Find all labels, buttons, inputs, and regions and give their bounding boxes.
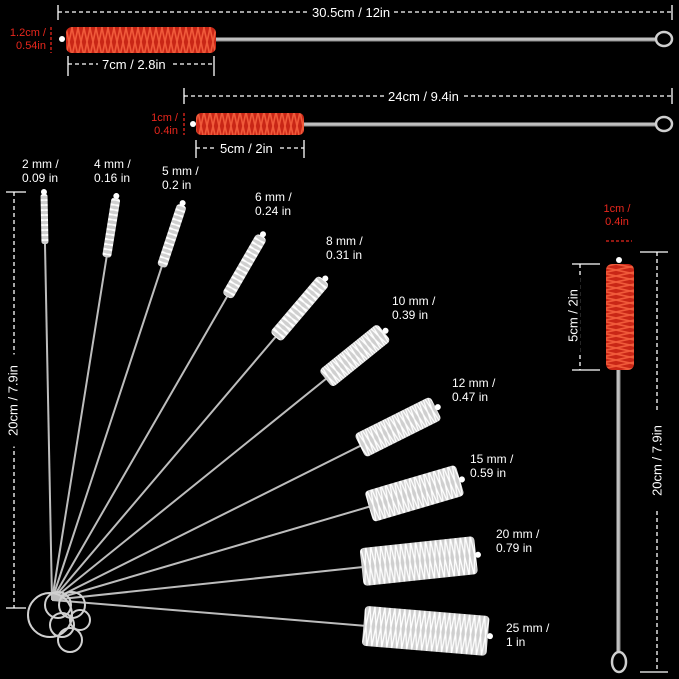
fan-brush-5 — [51, 275, 329, 601]
long-brush-2 — [190, 113, 674, 135]
long-brush-1-diameter-line1: 1.2cm / — [9, 27, 46, 39]
fan-brush-3-size-label: 5 mm /0.2 in — [162, 164, 199, 192]
fan-brush-4-size-label: 6 mm /0.24 in — [255, 190, 292, 218]
fan-brush-8-size-label: 15 mm /0.59 in — [470, 452, 513, 480]
vertical-brush-head-length-label: 5cm / 2in — [565, 276, 581, 355]
size-label-line2: 0.39 in — [392, 308, 429, 322]
fan-brush-2-size-label: 4 mm /0.16 in — [94, 157, 131, 185]
dimension-lines-brush-2 — [183, 88, 673, 158]
size-label-line1: 10 mm / — [392, 294, 436, 308]
fan-brush-3 — [51, 200, 186, 601]
fan-brush-10 — [51, 599, 493, 656]
vertical-brush — [606, 257, 634, 674]
dimension-line-fan — [6, 191, 26, 609]
fan-brush-6 — [51, 325, 390, 601]
long-brush-1-length-label: 30.5cm / 12in — [308, 5, 395, 20]
fan-brush-1-size-label: 2 mm /0.09 in — [22, 157, 59, 185]
vertical-brush-length-label: 20cm / 7.9in — [649, 411, 665, 510]
size-label-line2: 1 in — [506, 635, 526, 649]
size-label-line2: 0.47 in — [452, 390, 489, 404]
size-label-line2: 0.16 in — [94, 171, 131, 185]
vertical-brush-diameter-label: 1cm / 0.4in — [598, 203, 636, 229]
size-label-line1: 6 mm / — [255, 190, 292, 204]
fan-brush-4 — [51, 231, 266, 601]
size-label-line2: 0.2 in — [162, 178, 192, 192]
long-brush-2-length-label: 24cm / 9.4in — [384, 89, 463, 104]
long-brush-2-diameter-line2: 0.4in — [154, 125, 178, 137]
size-label-line1: 8 mm / — [326, 234, 363, 248]
size-label-line1: 2 mm / — [22, 157, 59, 171]
size-label-line2: 0.59 in — [470, 466, 507, 480]
fan-brush-7-size-label: 12 mm /0.47 in — [452, 376, 495, 404]
size-label-line1: 5 mm / — [162, 164, 199, 178]
vertical-brush-diameter-line2: 0.4in — [605, 216, 629, 228]
size-label-line2: 0.79 in — [496, 541, 533, 555]
size-label-line1: 4 mm / — [94, 157, 131, 171]
size-label-line1: 25 mm / — [506, 621, 550, 635]
long-brush-1-diameter-label: 1.2cm / 0.54in — [2, 27, 46, 53]
long-brush-2-diameter-label: 1cm / 0.4in — [130, 112, 178, 138]
fan-brush-6-size-label: 10 mm /0.39 in — [392, 294, 435, 322]
size-label-line2: 0.24 in — [255, 204, 292, 218]
fan-length-label: 20cm / 7.9in — [5, 354, 21, 447]
fan-brush-group — [40, 189, 493, 656]
fan-brush-10-size-label: 25 mm /1 in — [506, 621, 549, 649]
size-label-line2: 0.31 in — [326, 248, 363, 262]
size-label-line2: 0.09 in — [22, 171, 59, 185]
fan-brush-5-size-label: 8 mm /0.31 in — [326, 234, 363, 262]
fan-brush-2 — [51, 193, 121, 601]
vertical-brush-diameter-line1: 1cm / — [603, 203, 631, 215]
key-rings — [27, 591, 91, 653]
size-label-line1: 15 mm / — [470, 452, 514, 466]
fan-brush-8 — [51, 465, 465, 601]
long-brush-2-head-length-label: 5cm / 2in — [216, 141, 277, 156]
fan-brush-7 — [51, 397, 441, 601]
long-brush-1 — [59, 27, 674, 53]
fan-brush-9-size-label: 20 mm /0.79 in — [496, 527, 539, 555]
fan-brush-9 — [51, 536, 481, 601]
fan-brush-1 — [40, 189, 53, 601]
long-brush-2-diameter-line1: 1cm / — [151, 112, 178, 124]
long-brush-1-diameter-line2: 0.54in — [16, 40, 46, 52]
size-label-line1: 12 mm / — [452, 376, 496, 390]
long-brush-1-head-length-label: 7cm / 2.8in — [98, 57, 170, 72]
size-label-line1: 20 mm / — [496, 527, 540, 541]
